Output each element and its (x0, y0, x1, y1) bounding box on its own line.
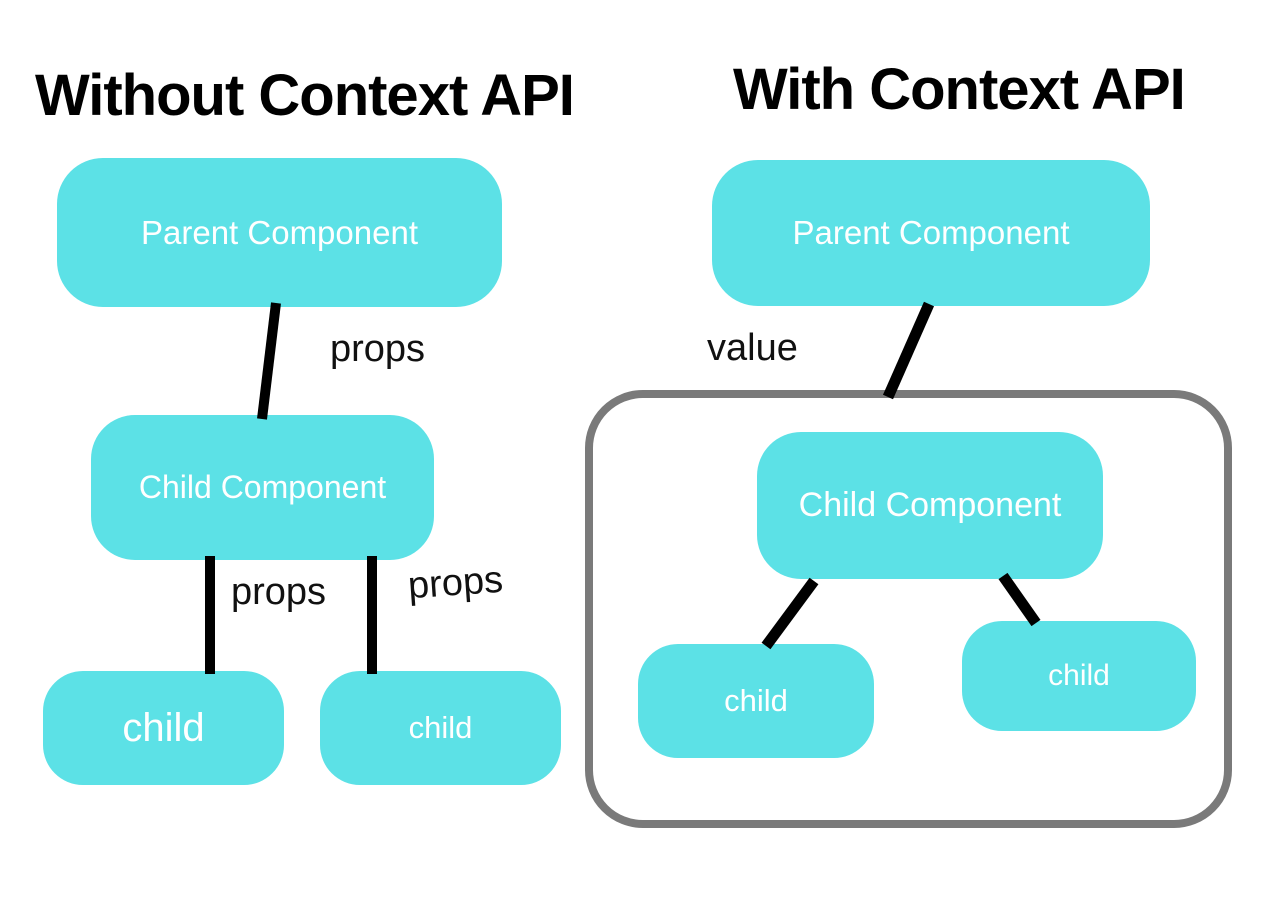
right-parent-component-label: Parent Component (792, 214, 1070, 251)
left-parent-component-box: Parent Component (57, 158, 502, 307)
left-child-component-box: Child Component (91, 415, 434, 560)
left-child-leaf-right-label: child (408, 710, 473, 745)
with-context-title: With Context API (733, 57, 1186, 122)
left-parent-component-label: Parent Component (140, 213, 418, 251)
right-child-leaf-right-box: child (962, 621, 1196, 731)
right-child-component-label: Child Component (798, 486, 1062, 524)
right-child-leaf-left-label: child (724, 683, 788, 718)
right-parent-component-box: Parent Component (712, 160, 1150, 306)
right-child-leaf-left-box: child (638, 644, 874, 758)
left-child-leaf-left-label: child (122, 705, 205, 750)
left-edge-parent-to-child (257, 302, 281, 420)
right-child-leaf-right-label: child (1048, 659, 1110, 692)
left-child-leaf-right-box: child (320, 671, 561, 785)
right-edge-parent-to-context (882, 301, 935, 400)
right-child-component-box: Child Component (757, 432, 1103, 579)
left-props-label-parent-child: props (330, 328, 426, 370)
without-context-title: Without Context API (35, 63, 575, 128)
left-props-label-child-leaf-left: props (231, 571, 327, 613)
left-child-component-label: Child Component (138, 469, 387, 505)
right-value-label: value (707, 327, 798, 369)
left-child-leaf-left-box: child (43, 671, 284, 785)
left-props-label-child-leaf-right: props (406, 558, 505, 608)
